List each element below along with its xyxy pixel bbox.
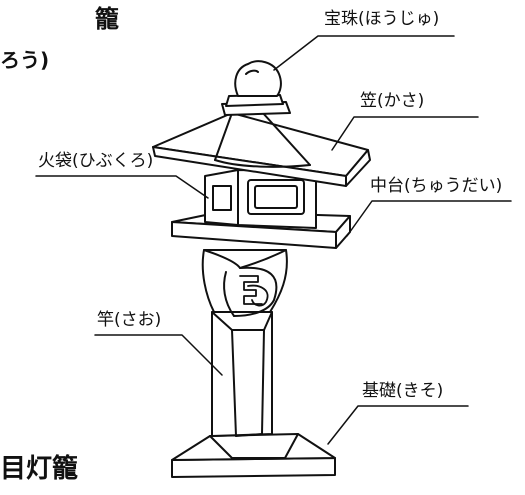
leader-chudai (346, 200, 512, 237)
label-sao: 竿(さお) (97, 310, 162, 330)
page-subtitle-fragment: ろう) (0, 48, 50, 72)
firebox-hibukuro (204, 169, 317, 229)
leader-sao (94, 334, 223, 376)
label-kasa: 笠(かさ) (360, 91, 425, 111)
label-kiso: 基礎(きそ) (362, 381, 444, 401)
label-hibukuro: 火袋(ひぶくろ) (38, 151, 154, 171)
jewel-houju (221, 60, 291, 116)
leader-hibukuro (35, 175, 209, 199)
pole-upper (201, 249, 288, 317)
leader-kasa (331, 116, 479, 151)
leader-kiso (327, 405, 469, 445)
base-kiso (171, 433, 336, 478)
leader-houju (273, 35, 455, 71)
roof-kasa (152, 111, 371, 187)
label-houju: 宝珠(ほうじゅ) (324, 9, 440, 29)
figure-title-fragment: 目灯籠 (0, 454, 79, 484)
label-chudai: 中台(ちゅうだい) (370, 176, 503, 196)
leader-lines (35, 35, 512, 445)
page-title-fragment: 籠 (95, 5, 119, 33)
